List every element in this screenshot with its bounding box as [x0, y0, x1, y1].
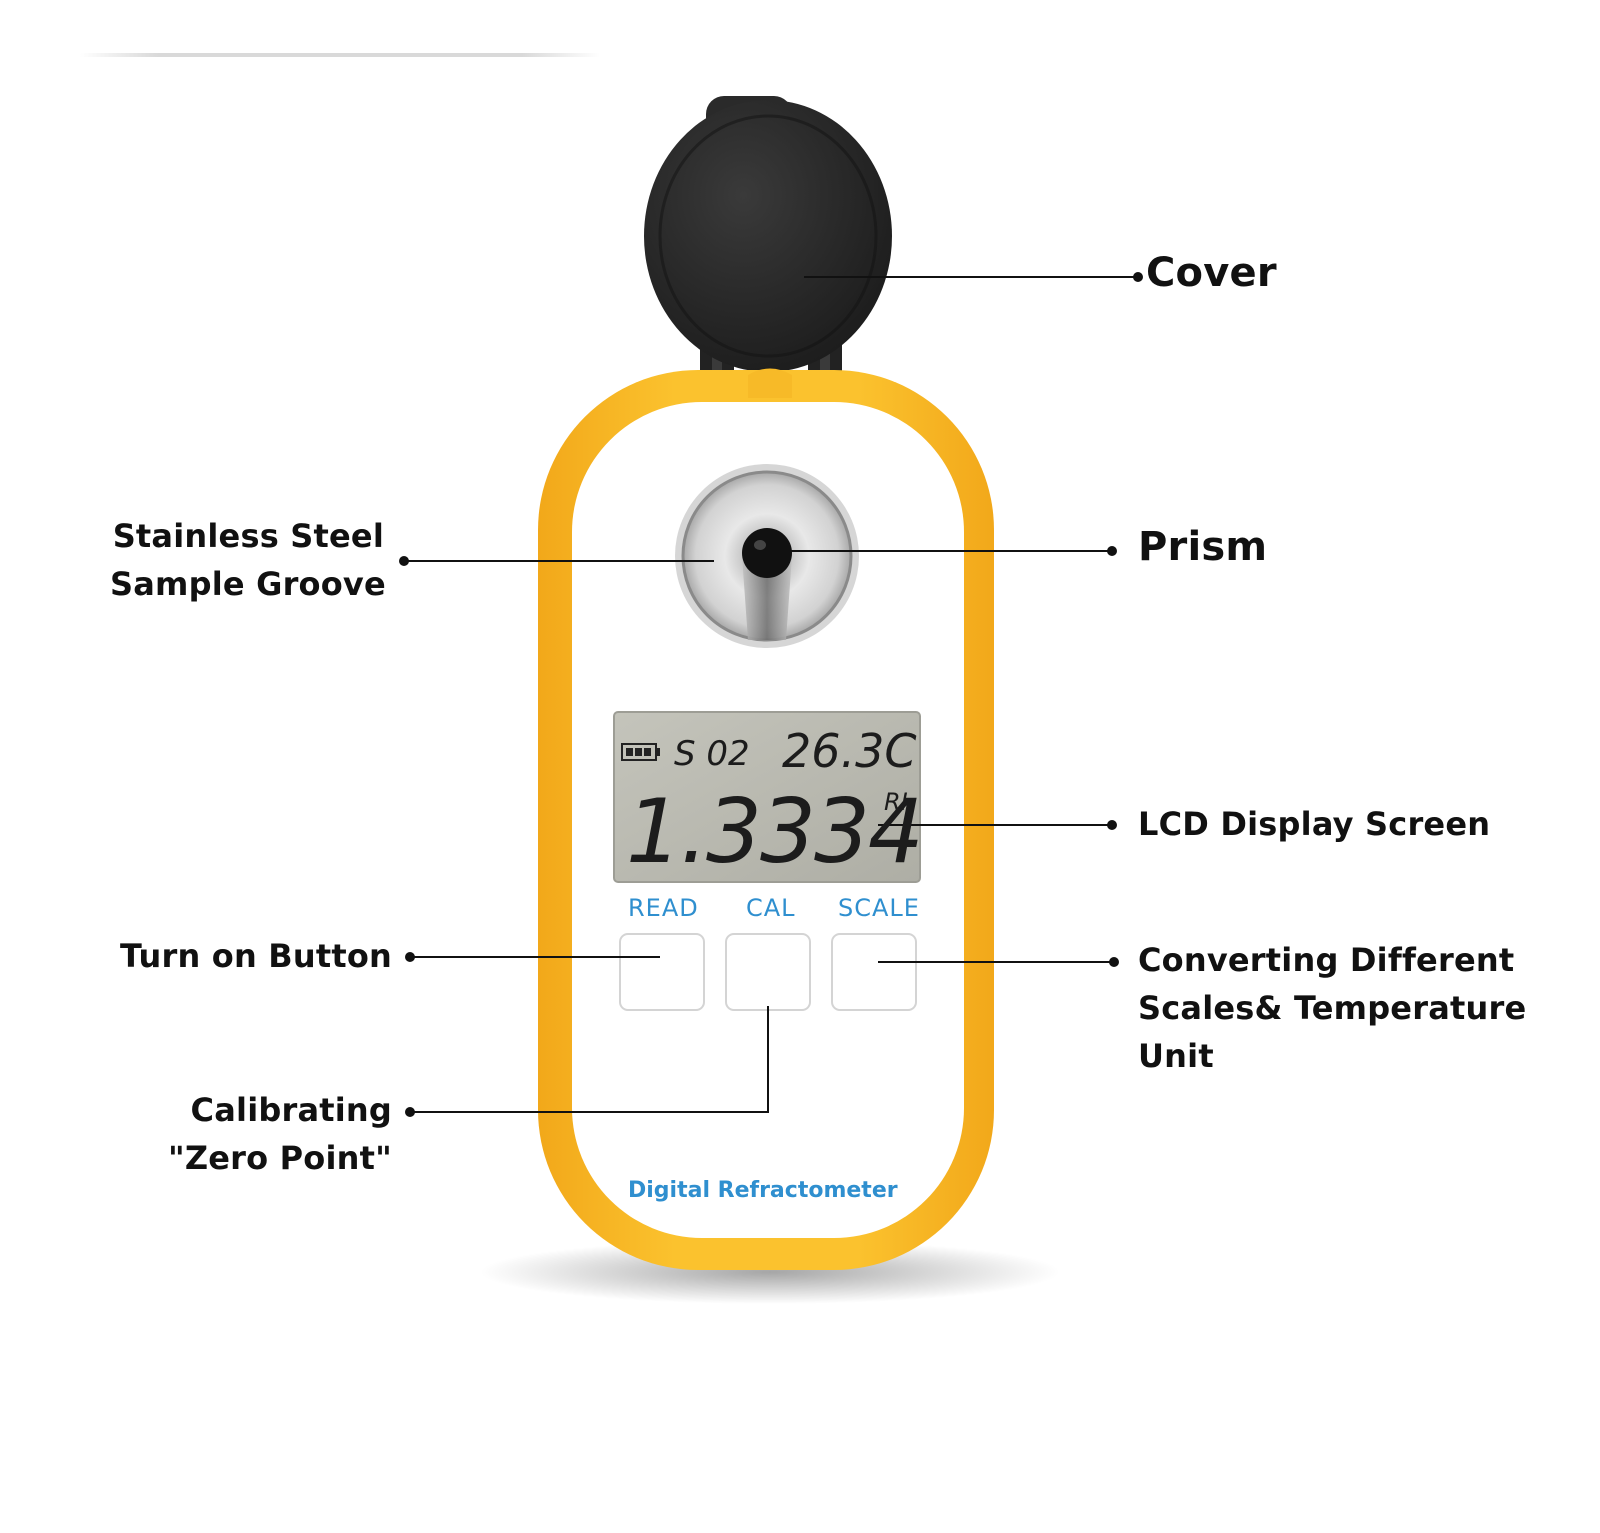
callout-calibrating: Calibrating "Zero Point" [160, 1086, 392, 1182]
button-frames [619, 933, 917, 1011]
top-divider [80, 53, 600, 57]
cal-leader [410, 1006, 769, 1113]
callout-converting: Converting Different Scales& Temperature… [1138, 936, 1526, 1080]
lcd-temperature: 26.3C [782, 724, 917, 778]
callout-cover: Cover [1146, 250, 1277, 296]
callout-converting-line2: Scales& Temperature [1138, 989, 1527, 1027]
brand-label: Digital Refractometer [628, 1178, 898, 1203]
callout-prism: Prism [1138, 524, 1267, 570]
callout-turn-on: Turn on Button [120, 932, 393, 980]
cal-leader-dot [405, 1107, 415, 1117]
scale-leader-dot [1109, 957, 1119, 967]
callout-sample-groove-line1: Stainless Steel [112, 517, 384, 555]
lcd-panel [613, 711, 921, 883]
callout-prism-text: Prism [1138, 524, 1268, 570]
ground-shadow [480, 1240, 1060, 1304]
cover-leader-dot [1133, 272, 1143, 282]
callout-cover-text: Cover [1146, 250, 1277, 296]
leader-lines [399, 272, 1143, 1117]
callout-lcd: LCD Display Screen [1138, 800, 1490, 848]
scale-button-label: SCALE [838, 894, 920, 922]
battery-icon [621, 743, 660, 761]
lcd-reading: 1.3334 [626, 780, 924, 883]
callout-converting-line3: Unit [1138, 1037, 1214, 1075]
cover [644, 96, 892, 372]
callout-converting-line1: Converting Different [1138, 941, 1515, 979]
read-leader-dot [405, 952, 415, 962]
prism-leader-dot [1107, 546, 1117, 556]
callout-turn-on-text: Turn on Button [120, 937, 393, 975]
cal-button-label: CAL [746, 894, 796, 922]
lcd-leader-dot [1107, 820, 1117, 830]
lcd-mode: S 02 [674, 734, 750, 774]
callout-calibrating-line1: Calibrating [190, 1091, 392, 1129]
callout-calibrating-line2: "Zero Point" [167, 1139, 392, 1177]
callout-sample-groove-line2: Sample Groove [110, 565, 386, 603]
prism-well [675, 464, 859, 648]
callout-sample-groove: Stainless Steel Sample Groove [110, 512, 386, 608]
callout-lcd-text: LCD Display Screen [1138, 805, 1491, 843]
lcd-unit: RI [884, 788, 908, 816]
read-button-label: READ [628, 894, 699, 922]
groove-leader-dot [399, 556, 409, 566]
